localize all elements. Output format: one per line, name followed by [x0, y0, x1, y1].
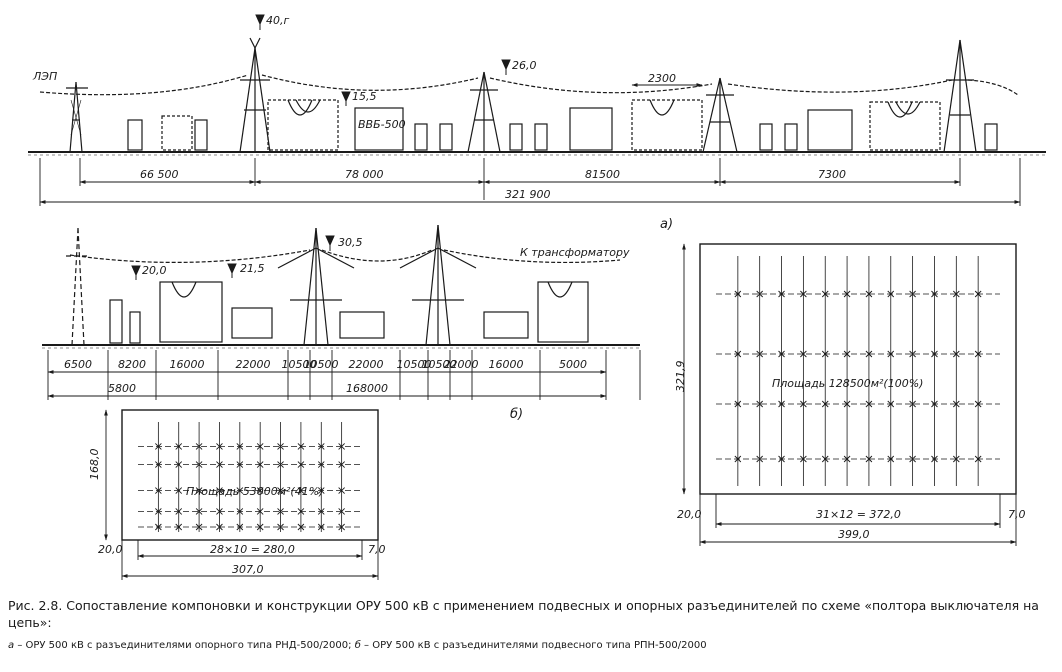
figure-legend: а – ОРУ 500 кВ с разъединителями опорног… — [8, 640, 1056, 651]
a-dimension-lines — [39, 158, 1021, 206]
b-dim-6: 10500 — [304, 358, 339, 371]
b-level-3: 21,5 — [240, 262, 265, 275]
portal-tower-1-icon — [239, 37, 271, 153]
plan-large-total: 399,0 — [838, 528, 870, 541]
plan-large-cells: 31×12 = 372,0 — [816, 508, 901, 521]
legend-b-key: б — [354, 640, 361, 651]
b-portal-1-icon — [277, 227, 355, 346]
plan-large-left-offset: 20,0 — [677, 508, 702, 521]
a-level-3: 15,5 — [352, 90, 377, 103]
a-breaker-label: ВВБ-500 — [358, 118, 406, 131]
section-b-elevation — [42, 224, 640, 349]
a-dim-1: 66 500 — [140, 168, 179, 181]
b-level-markers — [131, 235, 335, 280]
b-level-1: 30,5 — [338, 236, 363, 249]
b-dim-2: 8200 — [118, 358, 146, 371]
legend-a-key: а — [8, 640, 15, 651]
legend-b-text: – ОРУ 500 кВ с разъединителями подвесног… — [360, 640, 707, 651]
plan-small-right-offset: 7,0 — [368, 543, 386, 556]
plan-large — [682, 243, 1017, 546]
b-dim-11: 16000 — [489, 358, 524, 371]
subfigure-b-label: б) — [510, 407, 523, 422]
a-dim-2: 78 000 — [345, 168, 384, 181]
b-sub-dim-2: 168000 — [346, 382, 388, 395]
portal-tower-4-icon — [943, 39, 977, 153]
subfigure-a-label: а) — [660, 217, 673, 232]
plan-small-cells: 28×10 = 280,0 — [210, 543, 295, 556]
b-dimension-lines — [47, 350, 641, 400]
plan-small-height: 168,0 — [88, 449, 101, 481]
b-level-2: 20,0 — [142, 264, 167, 277]
caption-main: Рис. 2.8. Сопоставление компоновки и кон… — [8, 598, 1039, 630]
b-dim-3: 16000 — [170, 358, 205, 371]
b-dim-12: 5000 — [559, 358, 587, 371]
plan-small-total: 307,0 — [232, 563, 264, 576]
b-sub-dim-1: 5800 — [108, 382, 136, 395]
b-to-transformer: К трансформатору — [520, 246, 630, 259]
b-dim-1: 6500 — [64, 358, 92, 371]
a-total: 321 900 — [505, 188, 551, 201]
line-tower-icon — [66, 81, 88, 153]
figure-caption: Рис. 2.8. Сопоставление компоновки и кон… — [8, 597, 1056, 631]
b-portal-2-icon — [399, 224, 477, 346]
b-dim-7: 22000 — [349, 358, 384, 371]
plan-large-height: 321,9 — [674, 361, 687, 393]
plan-small-left-offset: 20,0 — [98, 543, 123, 556]
a-dim-4: 7300 — [818, 168, 846, 181]
plan-large-right-offset: 7,0 — [1008, 508, 1026, 521]
plan-small-area: Площадь 53000м²(41%) — [186, 485, 323, 498]
plan-small — [104, 409, 379, 580]
plan-large-area: Площадь 128500м²(100%) — [772, 377, 923, 390]
b-dim-4: 22000 — [236, 358, 271, 371]
substation-comparison-figure: ЛЭП ВВБ-500 40,г 26,0 15,5 2300 66 500 7… — [28, 14, 1046, 580]
b-dim-8: 10500 — [397, 358, 432, 371]
a-span-dim: 2300 — [648, 72, 676, 85]
a-dim-3: 81500 — [585, 168, 620, 181]
portal-tower-2-icon — [467, 71, 501, 153]
a-level-1: 40,г — [266, 14, 289, 27]
b-dim-10: 22000 — [444, 358, 479, 371]
portal-tower-3-icon — [702, 77, 738, 153]
legend-a-text: – ОРУ 500 кВ с разъединителями опорного … — [14, 640, 355, 651]
b-dim-5: 10500 — [282, 358, 317, 371]
a-level-2: 26,0 — [512, 59, 537, 72]
section-a-elevation — [28, 37, 1046, 156]
b-dim-9: 10500 — [422, 358, 457, 371]
a-level-markers — [255, 14, 511, 106]
a-line-label: ЛЭП — [32, 70, 57, 83]
